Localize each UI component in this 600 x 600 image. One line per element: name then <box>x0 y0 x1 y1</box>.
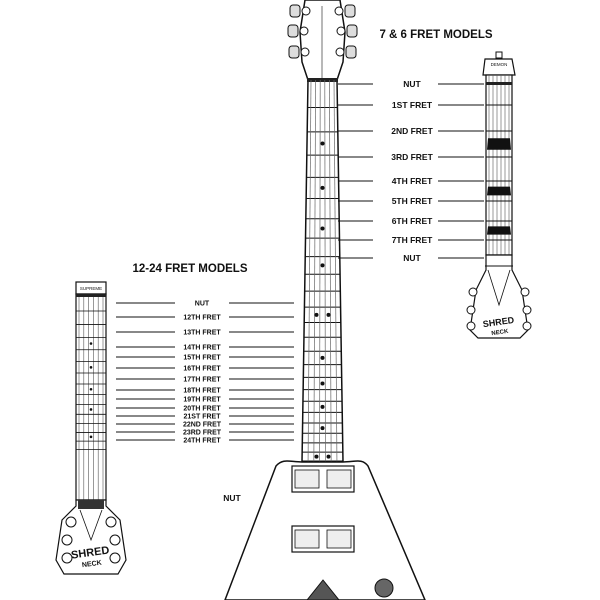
pickup-icon <box>291 465 355 493</box>
volume-knob-icon <box>374 578 394 598</box>
pickup-icon <box>291 525 355 553</box>
fret-label: 3RD FRET <box>391 152 433 162</box>
small-fret-blocks <box>487 138 511 235</box>
tuning-peg-icon <box>61 534 73 546</box>
fret-label: 12TH FRET <box>183 315 221 322</box>
inlay-dot-icon <box>89 387 93 391</box>
small-models-heading: 7 & 6 FRET MODELS <box>379 29 492 41</box>
shred-neck-logo: SHRED NECK <box>482 315 515 337</box>
inlay-dot-icon <box>314 454 319 459</box>
inlay-dot-icon <box>326 454 331 459</box>
large-strings <box>78 294 104 510</box>
fret-label: NUT <box>403 253 421 263</box>
tuning-peg-icon <box>109 534 121 546</box>
fret-label: 14TH FRET <box>183 345 221 352</box>
tuning-peg-icon <box>522 305 532 315</box>
large-models-heading: 12-24 FRET MODELS <box>132 263 247 275</box>
small-headstock-brand: DEMON <box>491 62 508 67</box>
large-inlays <box>89 342 93 439</box>
inlay-dot-icon <box>320 141 325 146</box>
fret-label: 5TH FRET <box>392 196 433 206</box>
small-neck-text: NECK <box>491 329 509 337</box>
tuning-peg-icon <box>109 552 121 564</box>
tuning-peg-icon <box>289 4 311 18</box>
large-nut <box>76 294 106 297</box>
large-shred-text: SHRED <box>70 544 110 561</box>
inlay-dot-icon <box>320 381 325 386</box>
shred-neck-logo: SHRED NECK <box>70 544 110 570</box>
inlay-dot-icon <box>326 312 331 317</box>
tuning-peg-icon <box>65 516 77 528</box>
fret-label: 6TH FRET <box>392 216 433 226</box>
main-body <box>224 460 426 600</box>
main-nut <box>307 78 338 82</box>
inlay-dot-icon <box>89 366 93 369</box>
fret-label: 13TH FRET <box>183 330 221 337</box>
inlay-dot-icon <box>89 408 93 411</box>
small-fret-labels: NUT 1ST FRET 2ND FRET 3RD FRET 4TH FRET 5TH F… <box>338 79 484 263</box>
body-nut-label: NUT <box>223 493 241 503</box>
tuning-peg-icon <box>520 287 530 297</box>
fret-label: 16TH FRET <box>183 366 221 373</box>
small-frets <box>486 82 512 241</box>
inlay-dot-icon <box>320 426 325 431</box>
fret-block <box>487 138 511 150</box>
fret-label: 20TH FRET <box>183 406 221 413</box>
fret-label: 23RD FRET <box>183 430 222 437</box>
fret-label: 22ND FRET <box>183 422 222 429</box>
large-headstock-brand: SUPREME <box>80 286 102 291</box>
fret-label: 4TH FRET <box>392 176 433 186</box>
small-nut <box>486 82 512 85</box>
inlay-dot-icon <box>320 226 325 231</box>
tuning-peg-icon <box>466 305 476 315</box>
tuning-peg-icon <box>335 45 357 59</box>
fret-label: NUT <box>403 79 421 89</box>
fret-label: 17TH FRET <box>183 377 221 384</box>
tuning-peg-icon <box>495 51 503 59</box>
bridge-icon <box>306 579 340 600</box>
large-neck-text: NECK <box>82 560 103 570</box>
inlay-dot-icon <box>320 263 325 268</box>
tuning-peg-icon <box>336 24 358 38</box>
inlay-dot-icon <box>320 404 325 409</box>
fret-label: 7TH FRET <box>392 235 433 245</box>
main-guitar <box>224 0 426 600</box>
small-tailpiece: SHRED NECK <box>466 254 532 339</box>
inlay-dot-icon <box>89 435 93 439</box>
fret-label: 1ST FRET <box>392 100 433 110</box>
large-fret-diagram: 12-24 FRET MODELS SUPREME SHRED NECK NUT… <box>55 263 294 575</box>
fret-label: 19TH FRET <box>183 397 221 404</box>
tuning-peg-icon <box>466 321 476 331</box>
fret-label: NUT <box>195 301 210 308</box>
fret-label: 2ND FRET <box>391 126 433 136</box>
large-tailpiece: SHRED NECK <box>55 499 127 575</box>
fret-label: 18TH FRET <box>183 388 221 395</box>
inlay-dot-icon <box>320 185 325 190</box>
tuning-peg-icon <box>522 321 532 331</box>
tuning-peg-icon <box>288 45 310 59</box>
tuning-peg-icon <box>61 552 73 564</box>
tuning-peg-icon <box>468 287 478 297</box>
tuning-peg-icon <box>105 516 117 528</box>
fret-label: 24TH FRET <box>183 438 221 445</box>
main-inlays <box>314 141 331 459</box>
tuning-peg-icon <box>334 4 356 18</box>
small-fret-diagram: 7 & 6 FRET MODELS DEMON SHRED NECK <box>338 29 532 339</box>
large-frets <box>76 294 106 450</box>
large-fret-labels: NUT 12TH FRET 13TH FRET 14TH FRET 15TH FRET 1… <box>116 301 294 445</box>
fret-block <box>487 226 511 235</box>
fret-label: 21ST FRET <box>184 414 222 421</box>
small-shred-text: SHRED <box>482 315 515 329</box>
inlay-dot-icon <box>320 355 325 360</box>
main-headstock <box>287 0 358 81</box>
fret-label: 15TH FRET <box>183 355 221 362</box>
tuning-peg-icon <box>287 24 309 38</box>
fret-block <box>487 186 511 196</box>
inlay-dot-icon <box>314 312 319 317</box>
inlay-dot-icon <box>89 342 93 345</box>
main-frets <box>302 78 343 462</box>
